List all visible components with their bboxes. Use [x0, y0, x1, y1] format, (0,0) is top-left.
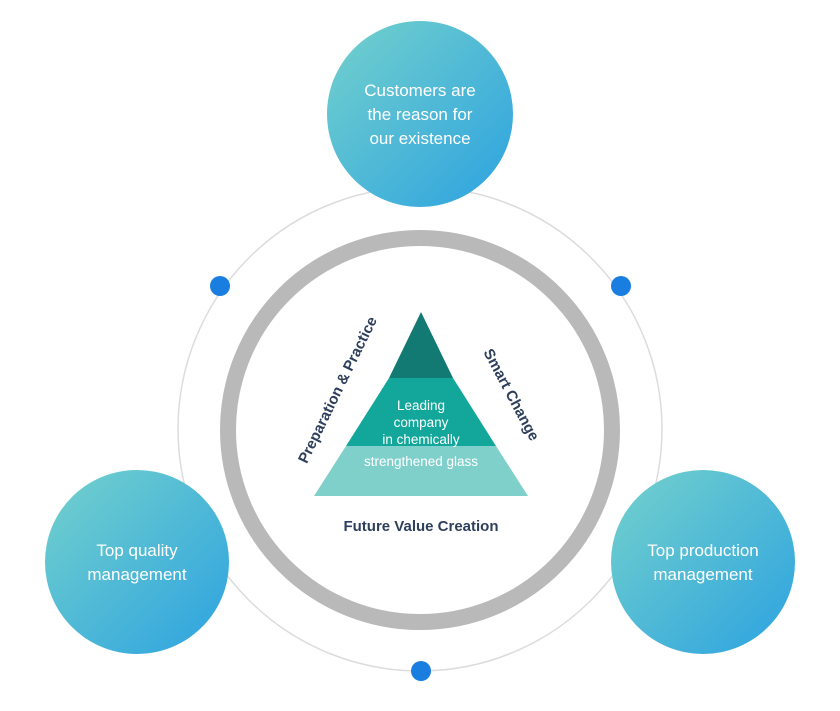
pyramid-middle-line-2: company [394, 415, 449, 430]
bubble-production-line-1: Top production [647, 541, 759, 560]
pyramid-middle-line-1: Leading [397, 398, 445, 413]
pyramid: Leading company in chemically strengthen… [314, 312, 528, 496]
bubble-production-line-2: management [653, 565, 753, 584]
bubble-customers: Customers are the reason for our existen… [327, 21, 513, 207]
inner-gray-ring [220, 230, 620, 630]
bubble-quality: Top quality management [45, 470, 229, 654]
connector-dot-left [210, 276, 230, 296]
label-smart-change: Smart Change [480, 346, 543, 444]
connector-dot-bottom [411, 661, 431, 681]
bubble-customers-line-3: our existence [369, 129, 470, 148]
bubble-customers-line-2: the reason for [368, 105, 473, 124]
pyramid-middle-line-3: in chemically [382, 432, 460, 447]
bubble-customers-line-1: Customers are [364, 81, 475, 100]
pyramid-middle-tier [346, 378, 496, 446]
label-future-value-creation: Future Value Creation [343, 518, 498, 535]
bubble-quality-line-1: Top quality [96, 541, 178, 560]
connector-dot-right [611, 276, 631, 296]
bubble-production: Top production management [611, 470, 795, 654]
pyramid-top-tier [389, 312, 453, 378]
bubble-quality-line-2: management [87, 565, 187, 584]
pyramid-bottom-tier [314, 446, 528, 496]
pyramid-bottom-line: strengthened glass [364, 454, 478, 469]
